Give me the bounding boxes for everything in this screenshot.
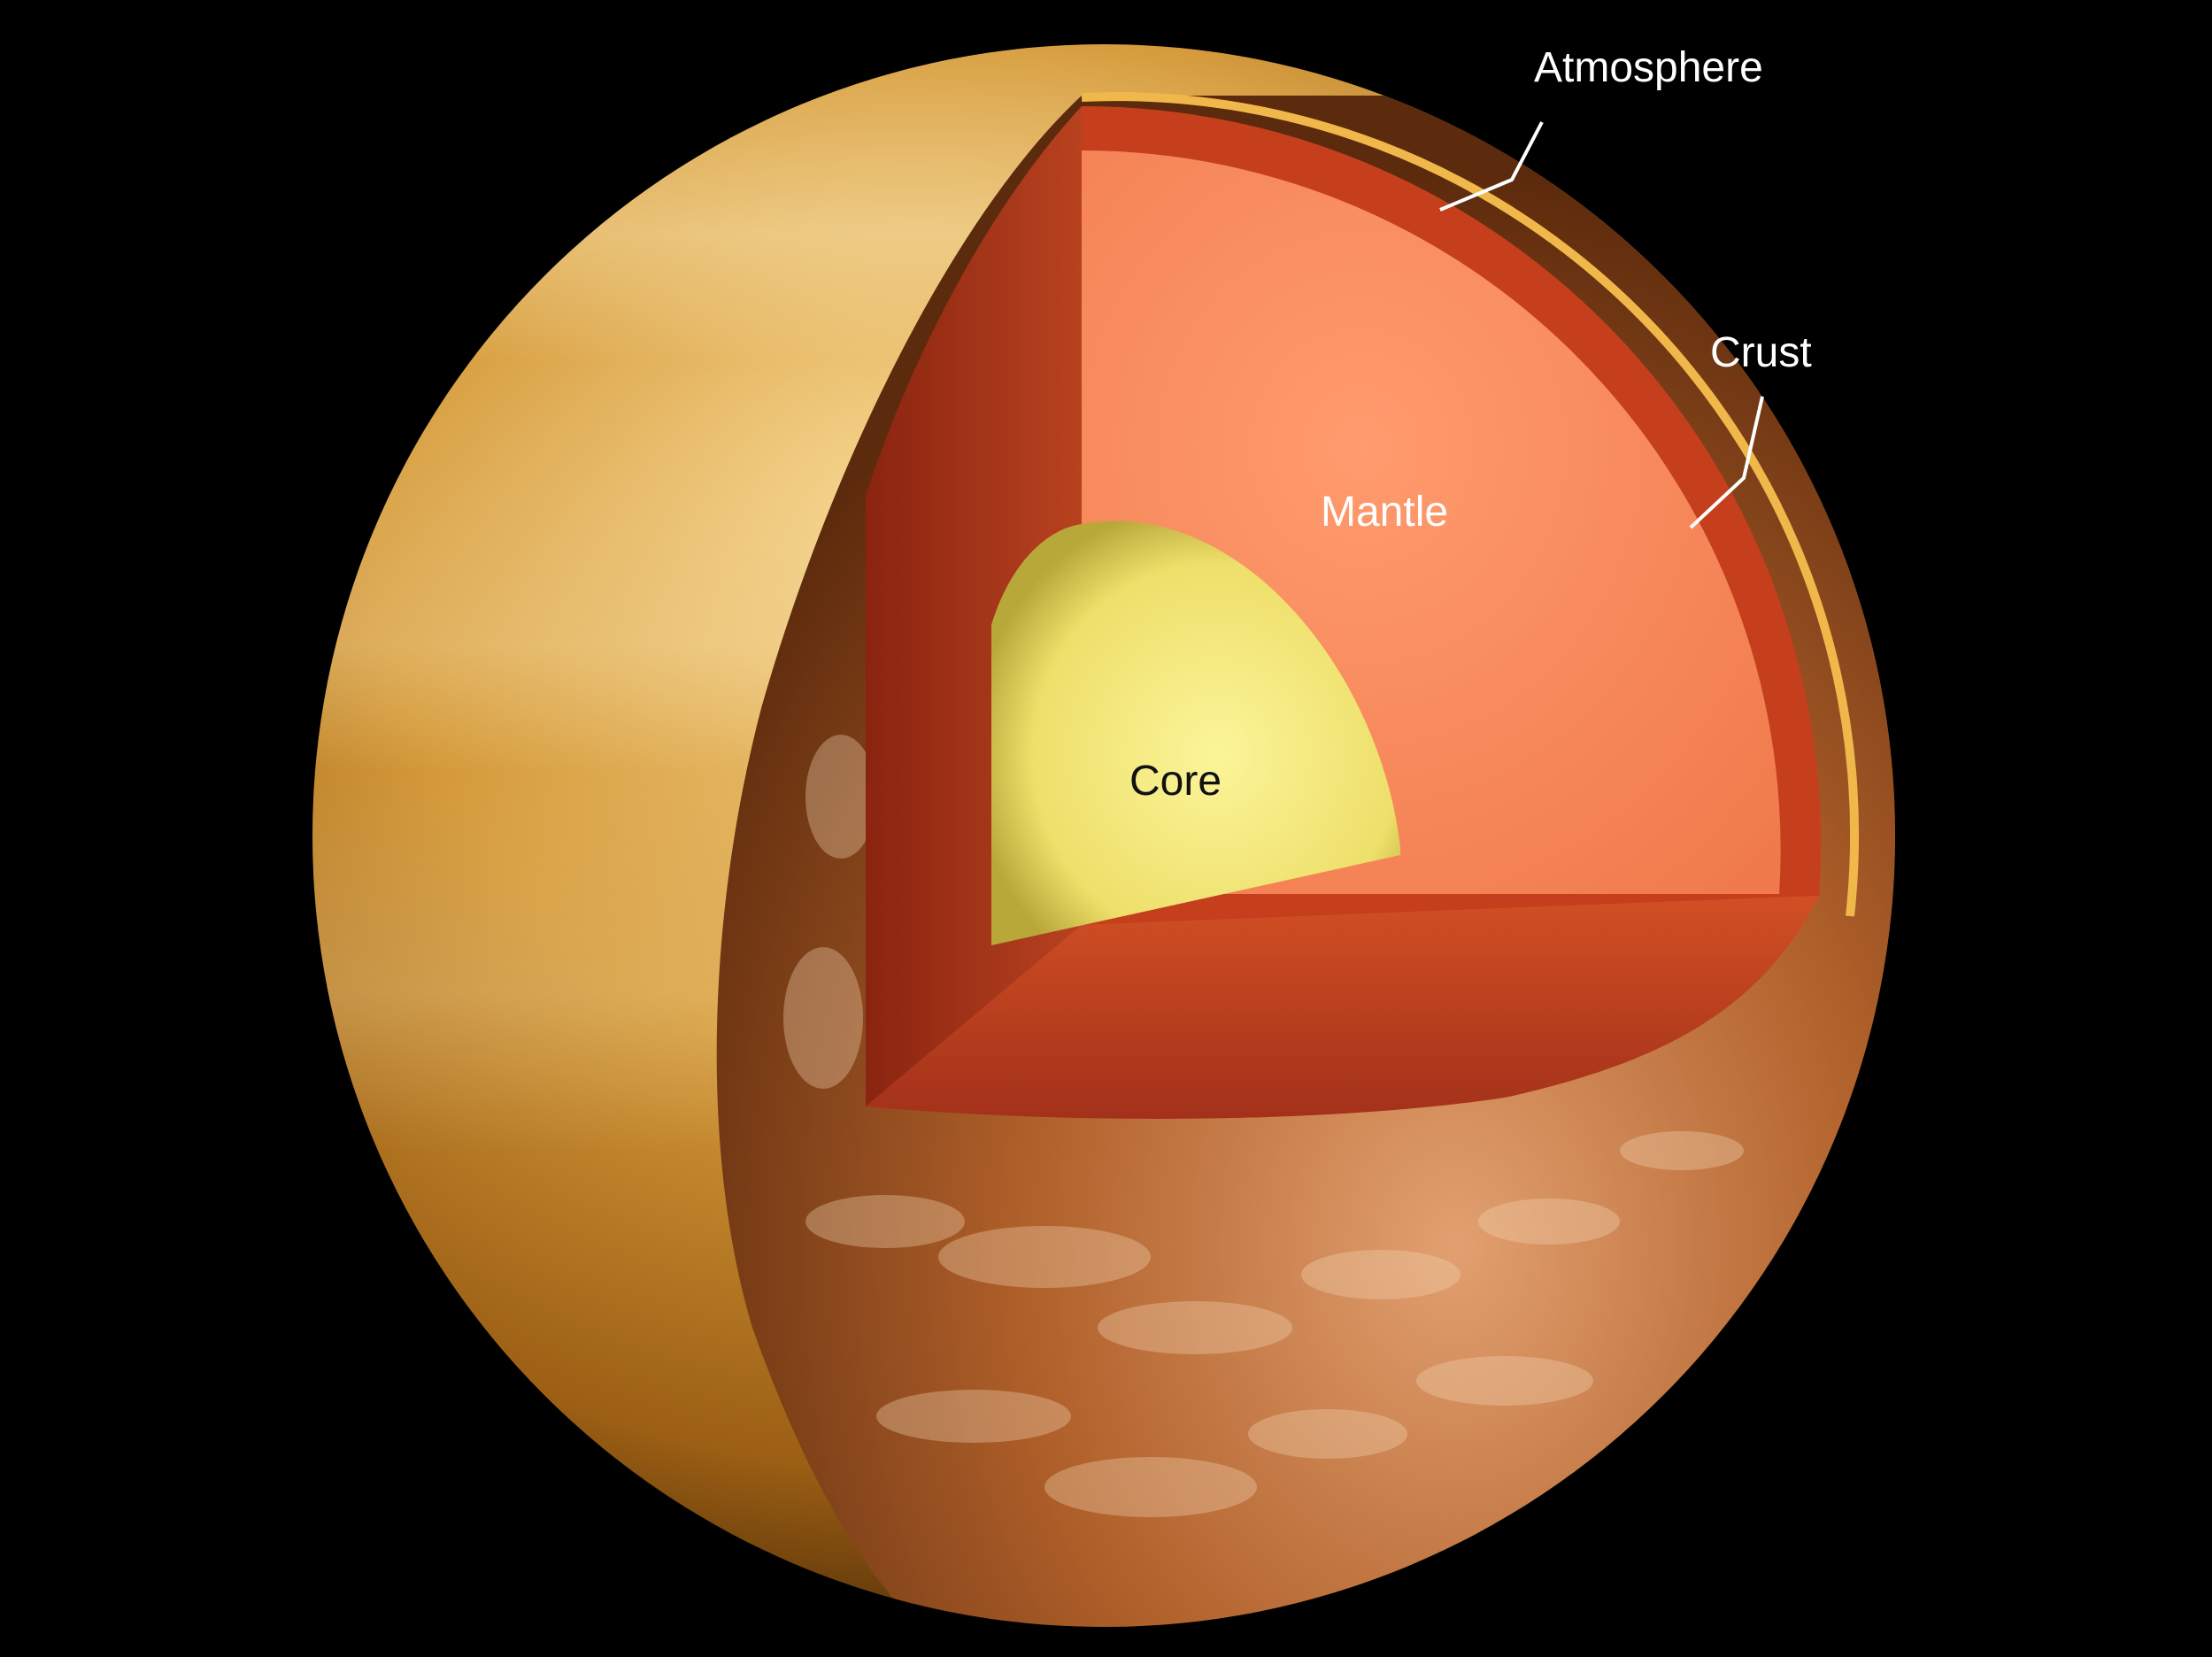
atmosphere-leader-line xyxy=(1439,121,1544,212)
core-layer xyxy=(991,520,1400,945)
crust-leader-line xyxy=(1689,396,1764,529)
core-label: Core xyxy=(1129,758,1222,805)
mantle-label: Mantle xyxy=(1321,489,1448,536)
bottom-cut-floor xyxy=(866,896,1819,1119)
crust-label: Crust xyxy=(1710,329,1812,376)
atmosphere-rim xyxy=(1081,92,1860,917)
surface-texture xyxy=(783,735,1744,1517)
atmosphere-label: Atmosphere xyxy=(1534,44,1763,91)
